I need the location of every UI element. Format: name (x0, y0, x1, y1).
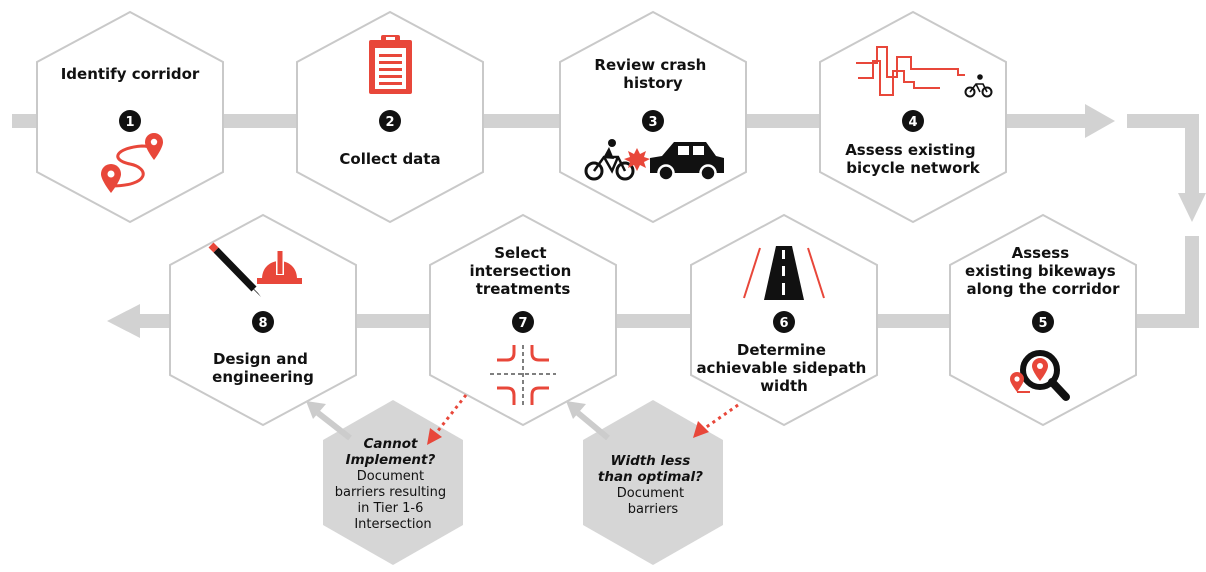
step-number-1: 1 (125, 115, 134, 130)
step-number-badge-5 (1032, 311, 1054, 333)
note-cannot-implement: Cannot Implement? Document barriers resu… (335, 433, 452, 532)
clipboard-icon (369, 35, 412, 94)
title-line: Determine (737, 341, 826, 359)
note-question-line: than optimal? (598, 469, 703, 485)
title-line: achievable sidepath (696, 359, 866, 377)
feedback-arrowhead-to-select (566, 401, 586, 419)
bottom-flow-arrowhead (107, 304, 140, 338)
right-connector-top (1127, 114, 1199, 195)
note-width-less: Width less than optimal? Document barrie… (598, 450, 708, 517)
step-number-3: 3 (648, 115, 657, 130)
note-text-line: barriers (628, 502, 679, 517)
feedback-arrow-to-select (576, 410, 610, 441)
note-question-line: Implement? (346, 452, 436, 468)
title-line: Select (494, 244, 546, 262)
title-line: intersection (469, 262, 571, 280)
magnifier-pin-icon (1010, 350, 1070, 401)
note-text-line: in Tier 1-6 (358, 501, 424, 516)
title-line: engineering (212, 368, 314, 386)
step-number-badge-1 (119, 110, 141, 132)
step-2-title: Collect data (339, 150, 440, 168)
top-flow-arrowhead (1085, 104, 1115, 138)
note-text-line: Document (617, 486, 684, 501)
step-3-title: Review crash history (594, 56, 711, 92)
title-line: Design and (213, 350, 308, 368)
note-question-line: Cannot (363, 436, 418, 452)
intersection-icon (490, 345, 556, 405)
title-line: Assess existing (845, 141, 975, 159)
title-line: Review crash (594, 56, 706, 74)
step-1-title: Identify corridor (61, 65, 200, 83)
pencil-hardhat-icon (208, 242, 302, 297)
title-line: bicycle network (846, 159, 981, 177)
step-number-badge-2 (379, 110, 401, 132)
step-4-title: Assess existing bicycle network (845, 141, 981, 177)
step-7-title: Select intersection treatments (469, 244, 576, 298)
title-line: existing bikeways (965, 262, 1116, 280)
feedback-arrow-to-design (316, 410, 352, 441)
road-icon (743, 246, 825, 300)
step-number-8: 8 (258, 316, 267, 331)
note-hexagon-width-less (583, 400, 723, 565)
dotted-arrowhead-to-width-less (693, 421, 709, 438)
step-number-5: 5 (1038, 316, 1047, 331)
note-question-line: Width less (611, 453, 691, 469)
step-5-title: Assess existing bikeways along the corri… (965, 244, 1121, 298)
step-number-badge-3 (642, 110, 664, 132)
dotted-arrowhead-to-cannot-implement (427, 428, 442, 445)
title-line: along the corridor (966, 280, 1120, 298)
step-number-badge-4 (902, 110, 924, 132)
step-8-title: Design and engineering (212, 350, 314, 386)
note-text-line: Document (357, 469, 424, 484)
step-number-7: 7 (518, 316, 527, 331)
title-line: Collect data (339, 150, 440, 168)
step-number-badge-7 (512, 311, 534, 333)
step-number-4: 4 (908, 115, 917, 130)
step-titles: Identify corridor Collect data Review cr… (61, 56, 1121, 395)
step-number-2: 2 (385, 115, 394, 130)
top-flow-bar (12, 114, 1087, 128)
feedback-arrowhead-to-design (306, 401, 326, 419)
title-line: width (760, 377, 808, 395)
dotted-arrow-to-width-less (704, 403, 739, 430)
network-lines-bike-icon (856, 46, 993, 98)
route-pins-icon (101, 133, 163, 193)
step-number-badge-8 (252, 311, 274, 333)
bike-car-crash-icon (584, 139, 724, 182)
note-text-line: Intersection (354, 517, 431, 532)
step-6-title: Determine achievable sidepath width (696, 341, 871, 395)
title-line: treatments (476, 280, 571, 298)
title-line: history (623, 74, 683, 92)
title-line: Identify corridor (61, 65, 200, 83)
step-number-6: 6 (779, 316, 788, 331)
step-badges: 1 2 3 4 8 7 6 5 (119, 110, 1054, 333)
title-line: Assess (1012, 244, 1070, 262)
step-number-badge-6 (773, 311, 795, 333)
down-arrowhead (1178, 193, 1206, 222)
dotted-arrow-to-cannot-implement (435, 394, 468, 433)
note-text-line: barriers resulting (335, 485, 446, 500)
